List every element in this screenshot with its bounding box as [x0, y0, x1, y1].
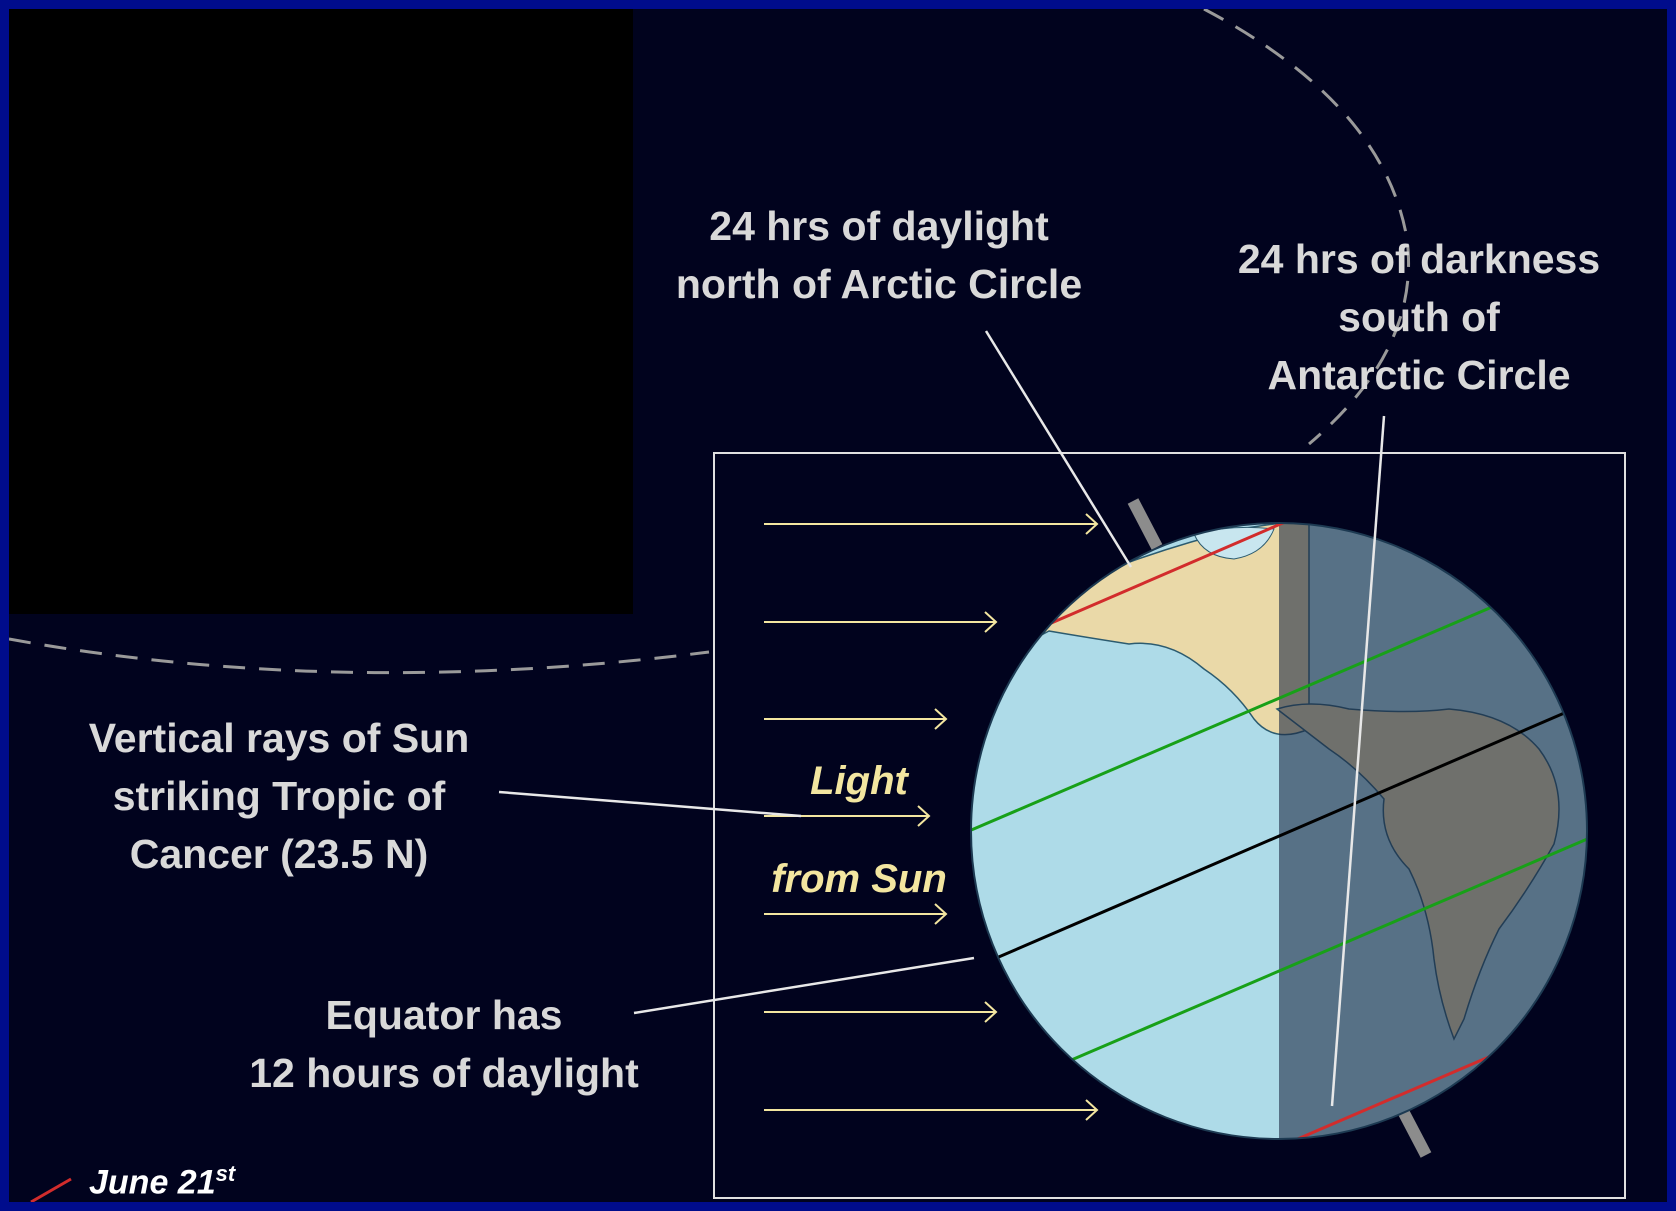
date-suffix: st: [215, 1161, 236, 1186]
date-marker: [30, 1177, 72, 1202]
label-from-sun: from Sun: [771, 857, 947, 901]
date-label: June 21st: [89, 1161, 235, 1202]
label-vertical-rays: Vertical rays of Sun striking Tropic of …: [88, 715, 470, 877]
slide: 24 hrs of daylight north of Arctic Circl…: [9, 9, 1667, 1202]
leader-line-arctic: [984, 330, 1133, 568]
orbit-path: [9, 9, 1411, 675]
label-light: Light: [810, 759, 908, 803]
label-equator: Equator has 12 hours of daylight: [249, 992, 639, 1096]
label-darkness-antarctic: 24 hrs of darkness south of Antarctic Ci…: [1237, 236, 1601, 398]
diagram-canvas: [9, 9, 1626, 1202]
leader-line-tropic: [498, 790, 802, 818]
arctic-circle-line: [1048, 523, 1300, 626]
date-text: June 21: [89, 1163, 216, 1202]
leader-line-antarctic: [1330, 415, 1386, 1107]
leader-line-equator: [633, 956, 975, 1015]
black-panel: [9, 9, 633, 614]
tropic-of-capricorn-line: [1068, 832, 1587, 1063]
earth-axis: [1127, 498, 1163, 550]
equator-line: [993, 709, 1570, 961]
earth-axis-south: [1398, 1110, 1432, 1158]
tropic-of-cancer-line: [971, 602, 1500, 833]
label-daylight-arctic: 24 hrs of daylight north of Arctic Circl…: [675, 203, 1083, 307]
antarctic-circle-line: [1278, 1042, 1520, 1139]
